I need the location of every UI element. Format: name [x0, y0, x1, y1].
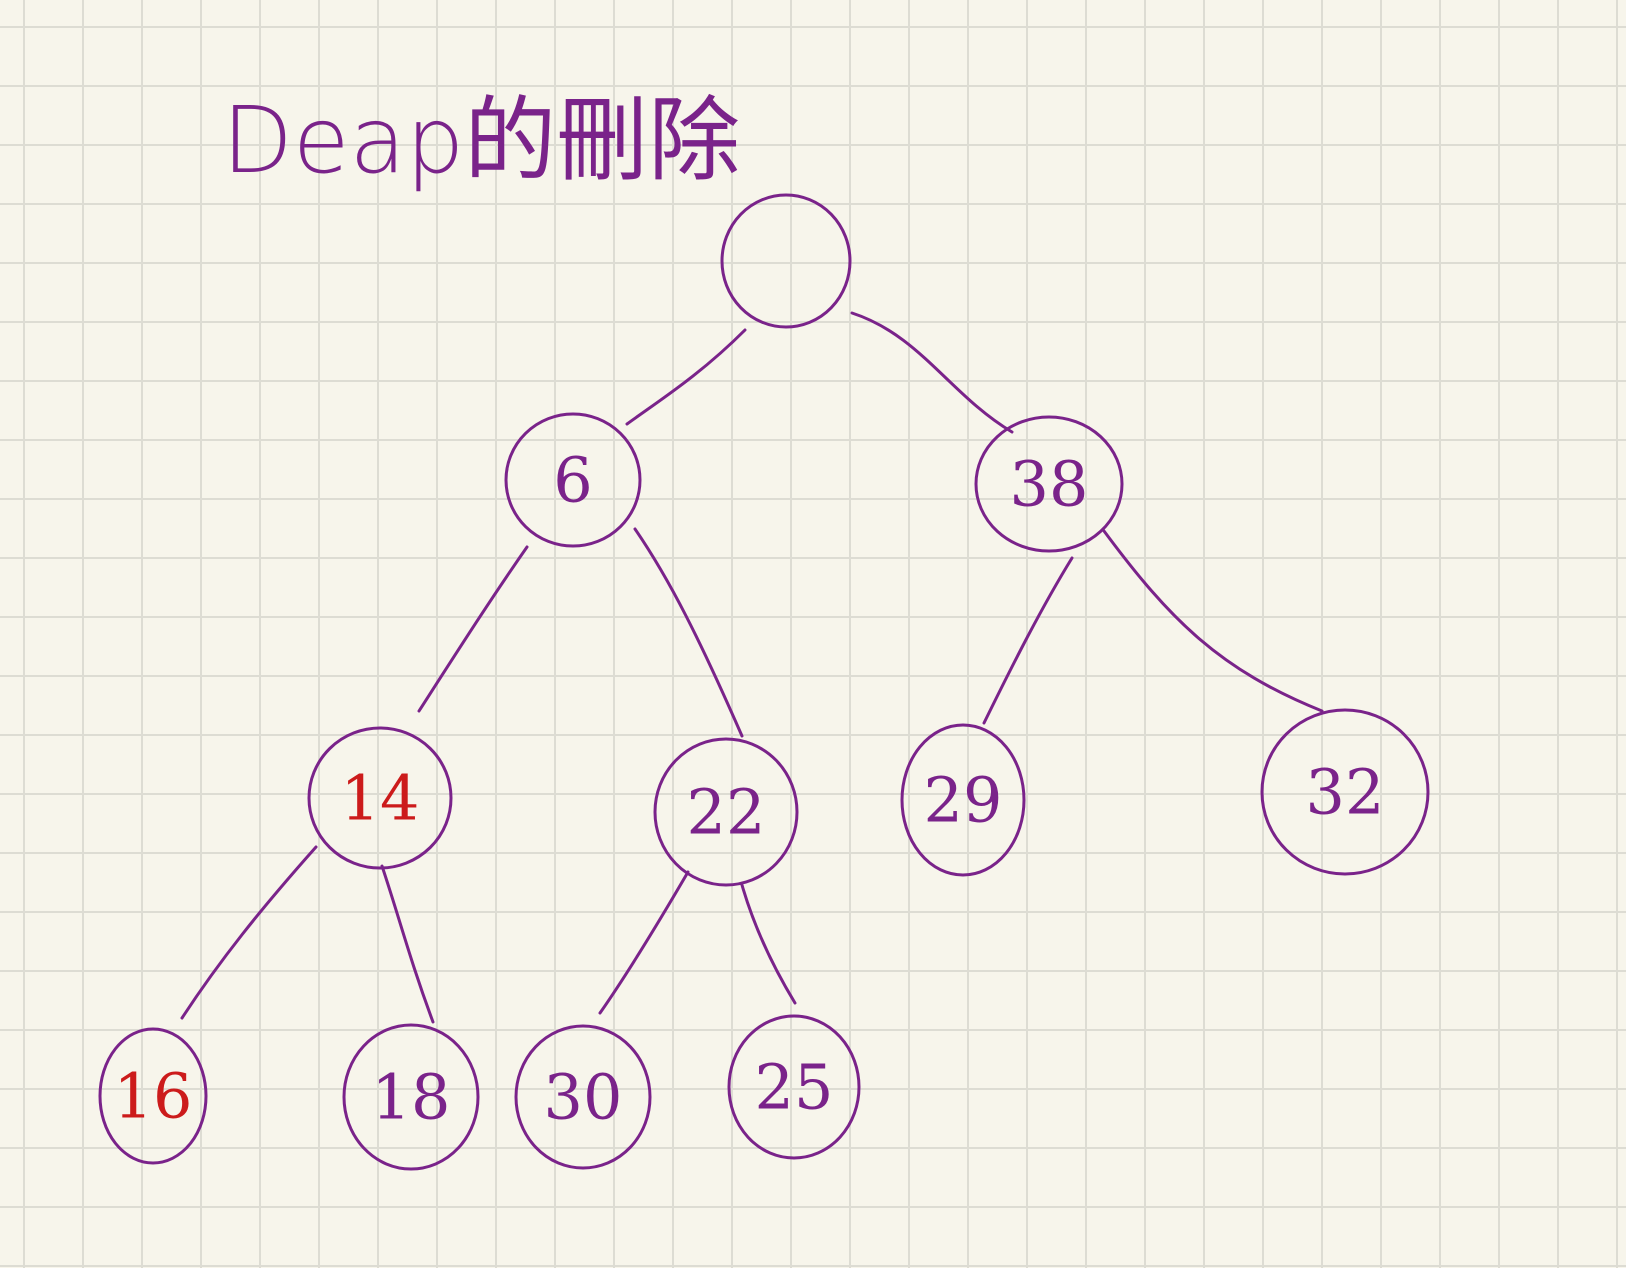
tree-node: 30	[514, 1024, 652, 1170]
edge-n5-n11	[740, 883, 797, 1005]
diagram-title: Deap的刪除	[222, 87, 740, 194]
tree-node: 16	[98, 1027, 208, 1165]
edge-n3-n7	[1102, 529, 1324, 713]
node-label: 22	[687, 776, 766, 849]
edge-n1-n2	[625, 328, 747, 426]
tree-node: 25	[727, 1014, 861, 1160]
node-circle	[974, 415, 1124, 553]
node-label: 18	[372, 1061, 451, 1134]
tree-edges	[180, 311, 1324, 1024]
tree-node: 38	[974, 415, 1124, 553]
tree-node: 29	[900, 723, 1026, 877]
edge-n5-n10	[598, 870, 690, 1015]
node-label: 29	[924, 764, 1003, 837]
node-label: 14	[341, 762, 420, 835]
node-label: 32	[1306, 756, 1385, 829]
edge-n2-n5	[633, 527, 744, 738]
tree-node: 14	[307, 726, 453, 870]
node-circle	[342, 1023, 480, 1171]
node-label: 6	[553, 444, 592, 517]
tree-node: 6	[504, 412, 642, 548]
edge-n2-n4	[417, 545, 529, 713]
node-label: 38	[1010, 448, 1089, 521]
node-circle	[307, 726, 453, 870]
tree-node: 18	[342, 1023, 480, 1171]
edge-n3-n6	[982, 556, 1074, 725]
tree-nodes: 6 38 14 22 29 32 16 18 30 25	[98, 193, 1430, 1171]
tree-node: 32	[1260, 708, 1430, 876]
node-circle	[653, 737, 799, 887]
node-circle	[900, 723, 1026, 877]
node-label: 30	[544, 1061, 623, 1134]
node-label: 25	[755, 1051, 834, 1124]
edge-n1-n3	[850, 311, 1014, 434]
node-circle	[720, 193, 852, 329]
node-label: 16	[114, 1060, 193, 1133]
tree-node	[720, 193, 852, 329]
node-circle	[1260, 708, 1430, 876]
node-circle	[514, 1024, 652, 1170]
tree-node: 22	[653, 737, 799, 887]
node-circle	[504, 412, 642, 548]
edge-n4-n9	[380, 864, 435, 1024]
edge-n4-n8	[180, 845, 318, 1020]
node-circle	[727, 1014, 861, 1160]
node-circle	[98, 1027, 208, 1165]
